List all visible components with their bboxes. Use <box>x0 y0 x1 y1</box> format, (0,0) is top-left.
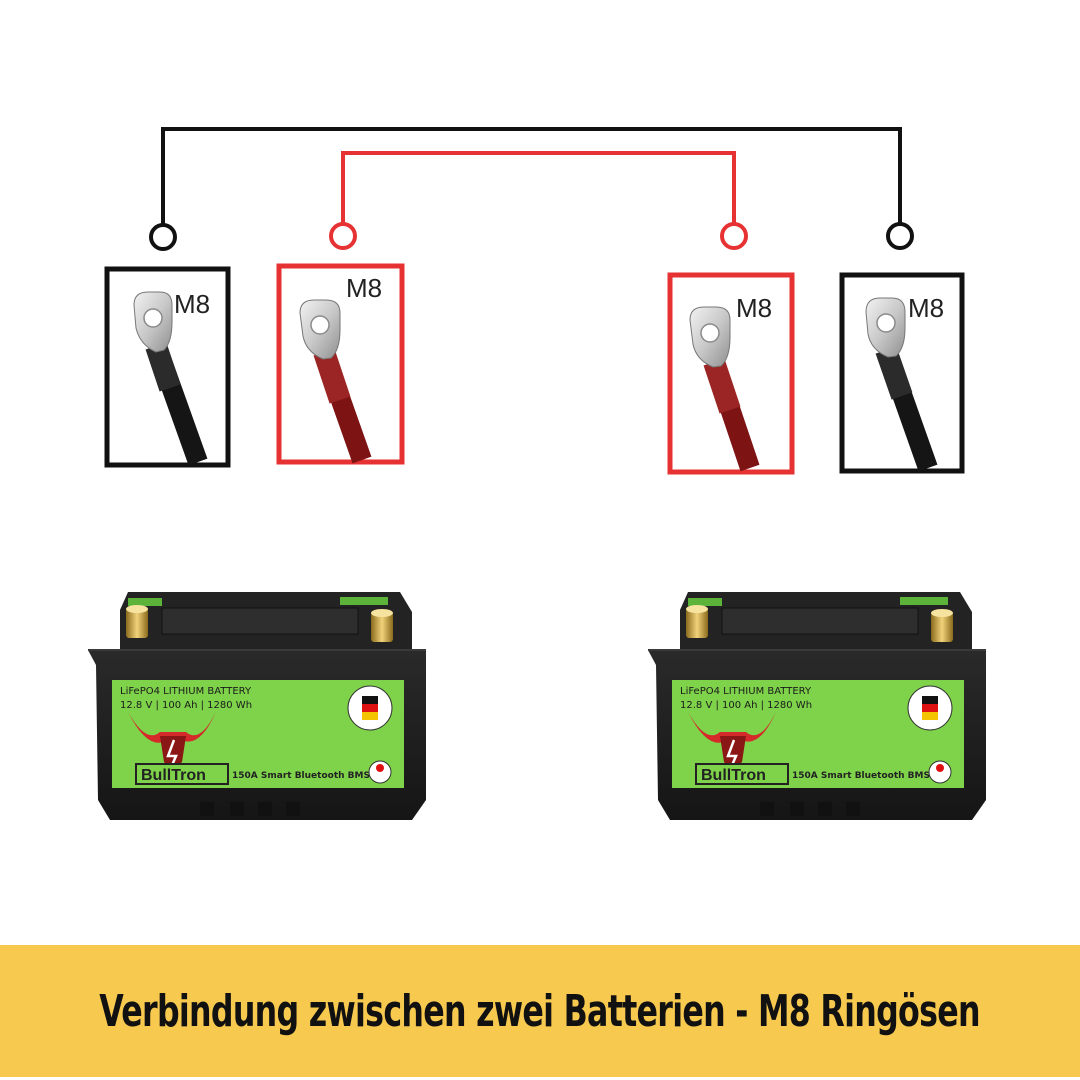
battery-left: LiFePO4 LITHIUM BATTERY 12.8 V | 100 Ah … <box>88 592 426 820</box>
terminal-post-icon <box>931 609 953 642</box>
quality-badge-icon <box>368 760 392 784</box>
caption-text: Verbindung zwischen zwei Batterien - M8 … <box>99 985 981 1037</box>
battery-bms: 150A Smart Bluetooth BMS <box>232 771 370 781</box>
black-cable <box>875 346 938 472</box>
terminal-post-icon <box>686 605 708 638</box>
caption-bar: Verbindung zwischen zwei Batterien - M8 … <box>0 945 1080 1077</box>
lug-size-label: M8 <box>174 289 210 319</box>
battery-chemistry: LiFePO4 LITHIUM BATTERY <box>680 686 812 697</box>
ring-lug-icon <box>865 297 906 358</box>
lug-box-positive-left: M8 <box>276 263 405 465</box>
lug-box-negative-right: M8 <box>839 272 965 474</box>
negative-connection-wire <box>161 127 902 229</box>
lug-size-label: M8 <box>736 293 772 323</box>
battery-spec: 12.8 V | 100 Ah | 1280 Wh <box>680 700 812 711</box>
ring-lug-icon <box>689 306 731 368</box>
battery-right: LiFePO4 LITHIUM BATTERY 12.8 V | 100 Ah … <box>648 592 986 820</box>
battery-brand: BullTron <box>701 767 766 784</box>
terminal-post-icon <box>371 609 393 642</box>
terminal-node-2 <box>329 222 357 250</box>
ring-lug-icon <box>133 291 173 353</box>
wiring-diagram: M8 M8 M8 <box>88 127 986 820</box>
red-cable <box>313 348 372 464</box>
terminal-node-3 <box>720 222 748 250</box>
terminal-node-4 <box>886 222 914 250</box>
ring-lug-icon <box>299 299 341 360</box>
lug-size-label: M8 <box>346 273 382 303</box>
lug-box-positive-right: M8 <box>667 272 795 475</box>
battery-brand: BullTron <box>141 767 206 784</box>
terminal-node-1 <box>149 223 177 251</box>
positive-connection-wire <box>341 151 736 228</box>
lug-box-negative-left: M8 <box>104 266 231 468</box>
battery-chemistry: LiFePO4 LITHIUM BATTERY <box>120 686 252 697</box>
lug-size-label: M8 <box>908 293 944 323</box>
red-cable <box>703 358 760 472</box>
battery-bms: 150A Smart Bluetooth BMS <box>792 771 930 781</box>
germany-seal-icon <box>907 685 953 731</box>
battery-spec: 12.8 V | 100 Ah | 1280 Wh <box>120 700 252 711</box>
terminal-post-icon <box>126 605 148 638</box>
quality-badge-icon <box>928 760 952 784</box>
germany-seal-icon <box>347 685 393 731</box>
black-cable <box>145 342 208 466</box>
